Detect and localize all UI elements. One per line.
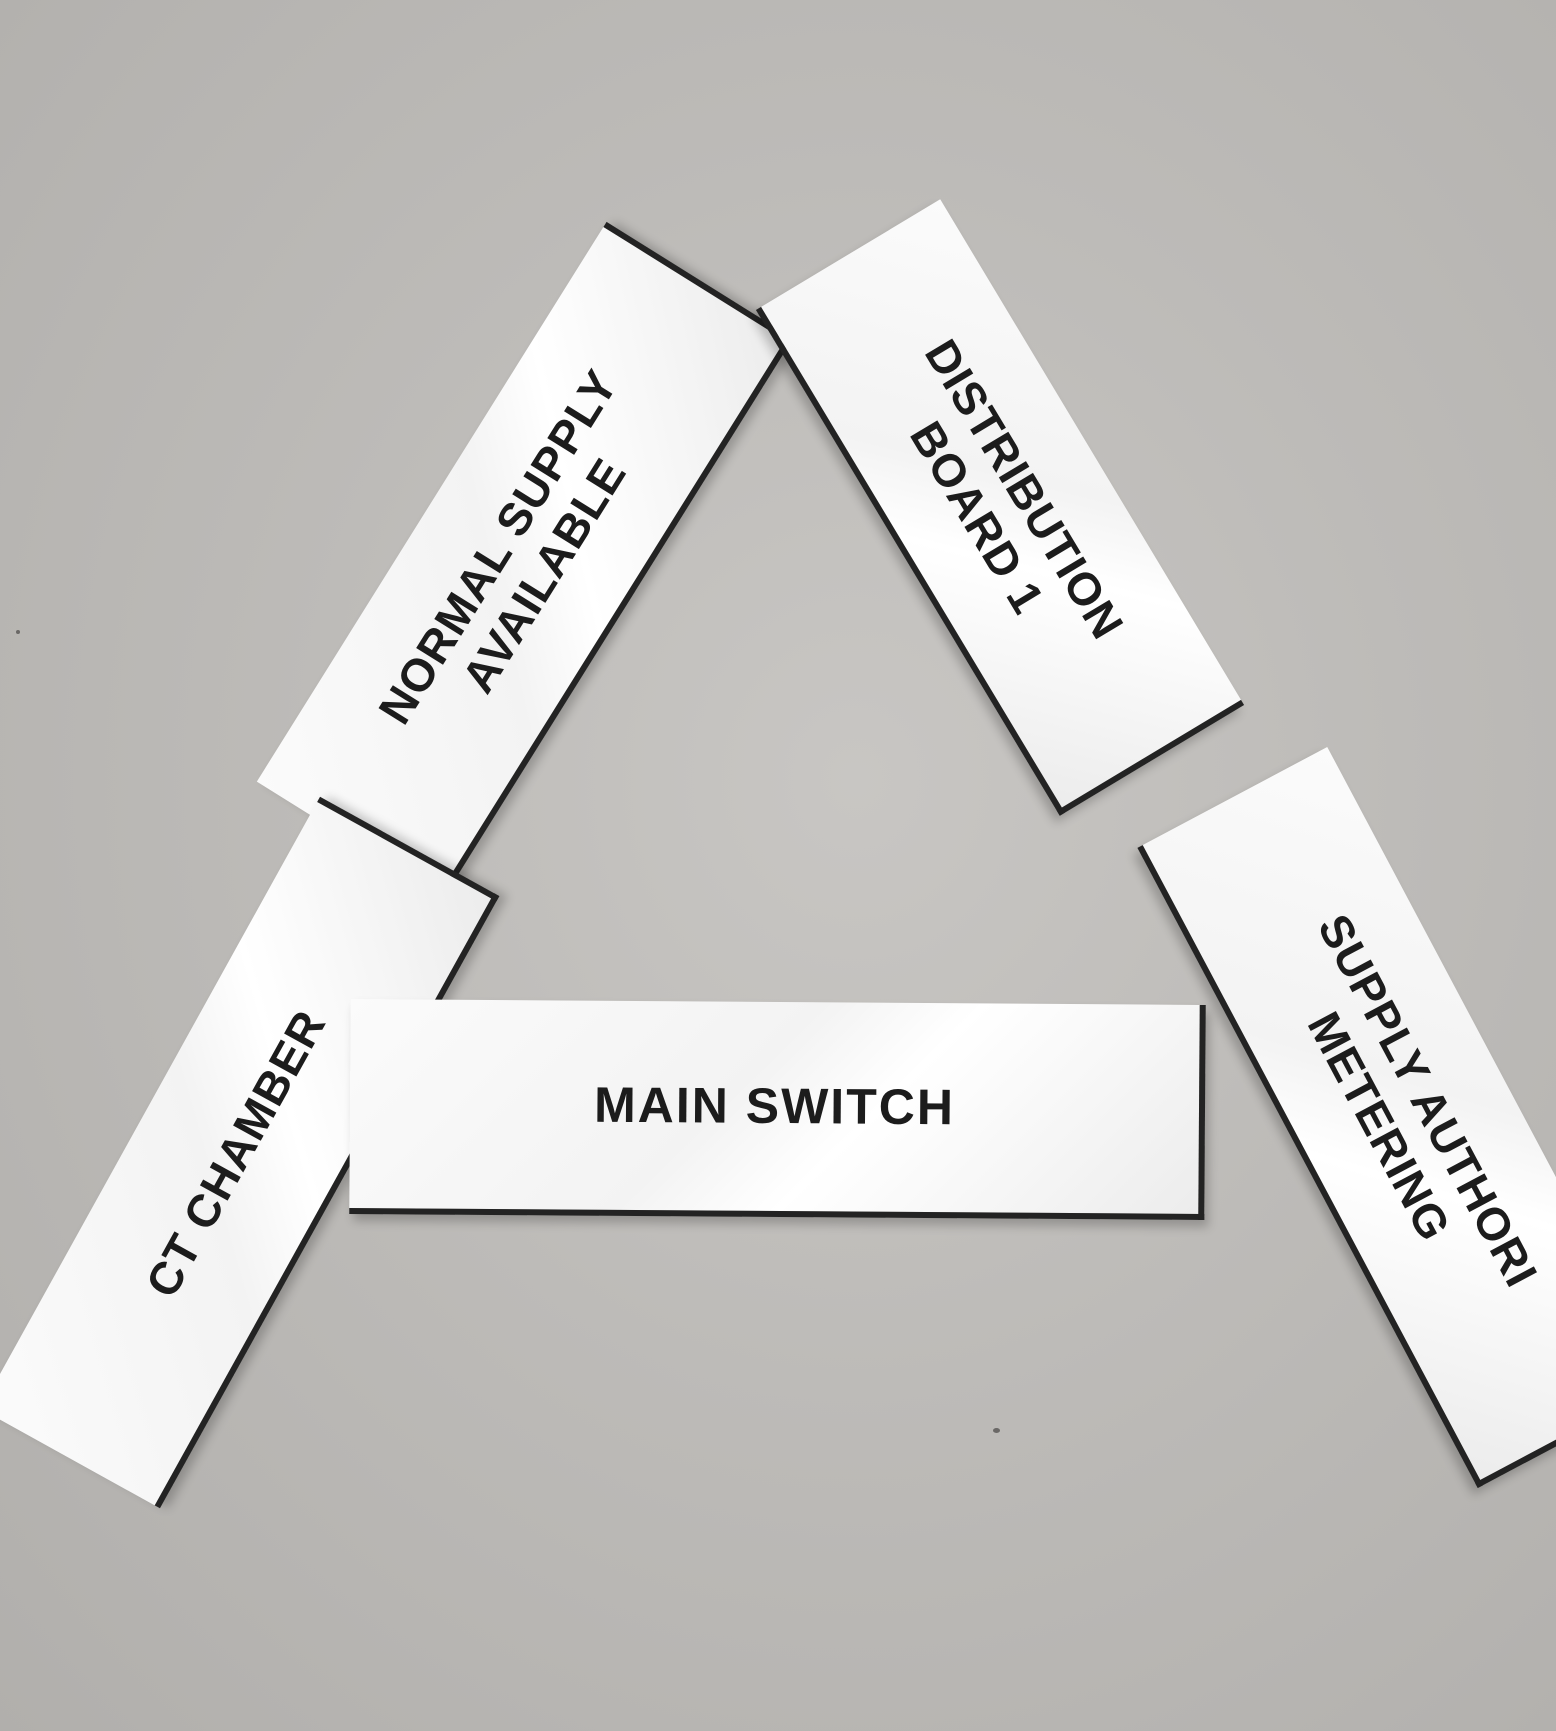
label-plate-distribution-board: DISTRIBUTION BOARD 1 — [755, 199, 1245, 816]
surface-speck — [16, 630, 20, 634]
label-plate-main-switch: MAIN SWITCH — [349, 999, 1206, 1220]
label-text-line: MAIN SWITCH — [593, 1076, 956, 1136]
label-text-line: CT CHAMBER — [135, 1001, 336, 1306]
surface-speck — [993, 1428, 1000, 1433]
label-plate-normal-supply: NORMAL SUPPLY AVAILABLE — [256, 221, 794, 899]
